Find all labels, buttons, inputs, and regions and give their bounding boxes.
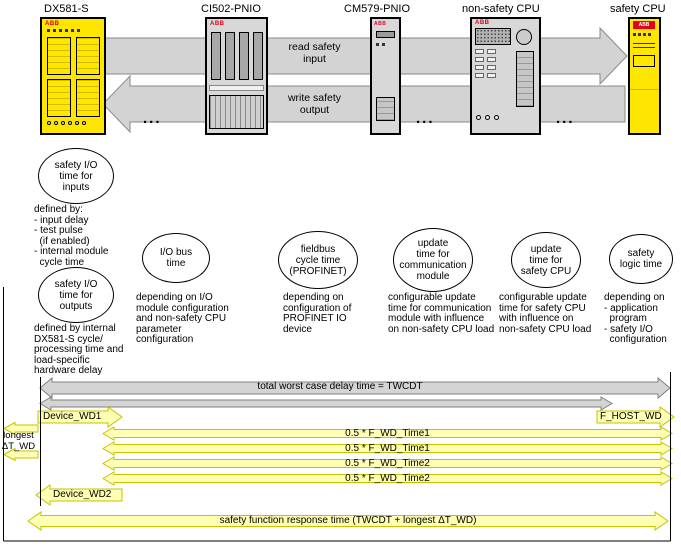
- keypad: [475, 49, 496, 78]
- led-row: [47, 29, 80, 32]
- module-safety-cpu: ABB: [628, 17, 661, 135]
- desc-update-safety-cpu: configurable update time for safety CPU …: [499, 292, 592, 335]
- abb-logo: ABB: [374, 21, 387, 27]
- side-connector: [516, 51, 534, 107]
- module-slat: [211, 32, 221, 80]
- response-time-label: safety function response time (TWCDT + l…: [219, 514, 477, 526]
- bubble-update-time-comm-module: update time for communication module: [393, 228, 473, 292]
- module-label-ci502: CI502-PNIO: [201, 3, 261, 15]
- module-cm579: ABB: [370, 17, 401, 135]
- terminal-slot: [47, 37, 71, 75]
- write-safety-output-label: write safety output: [287, 92, 342, 116]
- terminal-slot: [76, 79, 100, 117]
- case-seam: [630, 89, 659, 90]
- status-display: [376, 31, 395, 38]
- module-nonsafety-cpu: ABB: [470, 17, 541, 135]
- desc-safety-io-outputs: defined by internal DX581-S cycle/ proce…: [34, 323, 124, 376]
- abb-logo: ABB: [210, 21, 225, 27]
- module-dx581s: ABB: [40, 17, 106, 135]
- bubble-update-time-safety-cpu: update time for safety CPU: [511, 232, 581, 288]
- panel-line: [633, 43, 655, 44]
- longest-dtwd-arrow-b: [2, 447, 39, 462]
- bubble-fieldbus-cycle-time: fieldbus cycle time (PROFINET): [278, 231, 358, 289]
- desc-fieldbus-cycle: depending on configuration of PROFINET I…: [283, 292, 352, 335]
- f-wd-time2-label-a: 0.5 * F_WD_Time2: [345, 457, 430, 469]
- desc-safety-io-inputs: defined by: - input delay - test pulse (…: [34, 204, 109, 268]
- write-safety-output-arrow: [102, 74, 626, 134]
- f-wd-time2-arrow-a: [102, 456, 673, 471]
- bubble-safety-io-time-outputs: safety I/O time for outputs: [38, 267, 114, 323]
- dot-matrix-display: [475, 28, 511, 45]
- terminal-block: [209, 95, 264, 129]
- f-wd-time1-label-b: 0.5 * F_WD_Time1: [345, 442, 430, 454]
- module-ci502: ABB: [205, 17, 268, 135]
- device-wd1-arrow: [37, 406, 123, 428]
- desc-io-bus-time: depending on I/O module configuration an…: [136, 292, 229, 345]
- response-time-arrow: [27, 511, 669, 531]
- more-modules-dots: ...: [556, 110, 575, 127]
- module-slat: [225, 32, 235, 80]
- f-wd-time2-arrow-b: [102, 471, 673, 486]
- f-wd-time2-label-b: 0.5 * F_WD_Time2: [345, 472, 430, 484]
- bubble-io-bus-time: I/O bus time: [142, 233, 210, 283]
- card-slot: [633, 55, 655, 67]
- connector: [376, 97, 395, 121]
- device-wd1-label: Device_WD1: [43, 411, 102, 422]
- desc-safety-logic-time: depending on - application program - saf…: [604, 292, 667, 345]
- bubble-safety-logic-time: safety logic time: [609, 234, 673, 284]
- more-modules-dots: ...: [143, 110, 162, 127]
- module-slat: [253, 32, 263, 80]
- module-slat: [239, 32, 249, 80]
- module-label-cm579: CM579-PNIO: [344, 3, 411, 15]
- label-strip: [209, 85, 264, 91]
- bubble-safety-io-time-inputs: safety I/O time for inputs: [38, 148, 114, 204]
- f-wd-time1-arrow-b: [102, 441, 673, 456]
- terminal-dots: [476, 115, 499, 120]
- mode-dial: [516, 29, 532, 45]
- twcdt-sub-arrow: [39, 396, 613, 411]
- f-host-wd-arrow: [596, 406, 675, 428]
- device-wd2-arrow: [35, 484, 123, 506]
- module-label-dx581s: DX581-S: [44, 3, 89, 15]
- f-wd-time1-label-a: 0.5 * F_WD_Time1: [345, 427, 430, 439]
- longest-dtwd-label: longest ΔT_WD: [1, 430, 36, 452]
- terminal-slot: [47, 79, 71, 117]
- desc-update-comm-module: configurable update time for communicati…: [388, 292, 495, 335]
- abb-logo: ABB: [633, 21, 655, 29]
- abb-logo: ABB: [45, 21, 60, 27]
- abb-logo: ABB: [475, 20, 490, 26]
- f-host-wd-label: F_HOST_WD: [600, 411, 662, 422]
- module-label-nonsafety-cpu: non-safety CPU: [462, 3, 540, 15]
- module-label-safety-cpu: safety CPU: [610, 3, 666, 15]
- twcdt-label: total worst case delay time = TWCDT: [257, 381, 423, 392]
- panel-line: [633, 47, 655, 48]
- terminal-dots: [47, 121, 86, 125]
- led-row: [376, 43, 385, 46]
- f-wd-time1-arrow-a: [102, 426, 673, 441]
- device-wd2-label: Device_WD2: [53, 489, 112, 500]
- longest-dtwd-arrow-a: [2, 421, 39, 436]
- terminal-slot: [76, 37, 100, 75]
- read-safety-input-arrow: [104, 26, 628, 86]
- led-row: [633, 33, 651, 36]
- more-modules-dots: ...: [416, 110, 435, 127]
- read-safety-input-label: read safety input: [288, 41, 341, 65]
